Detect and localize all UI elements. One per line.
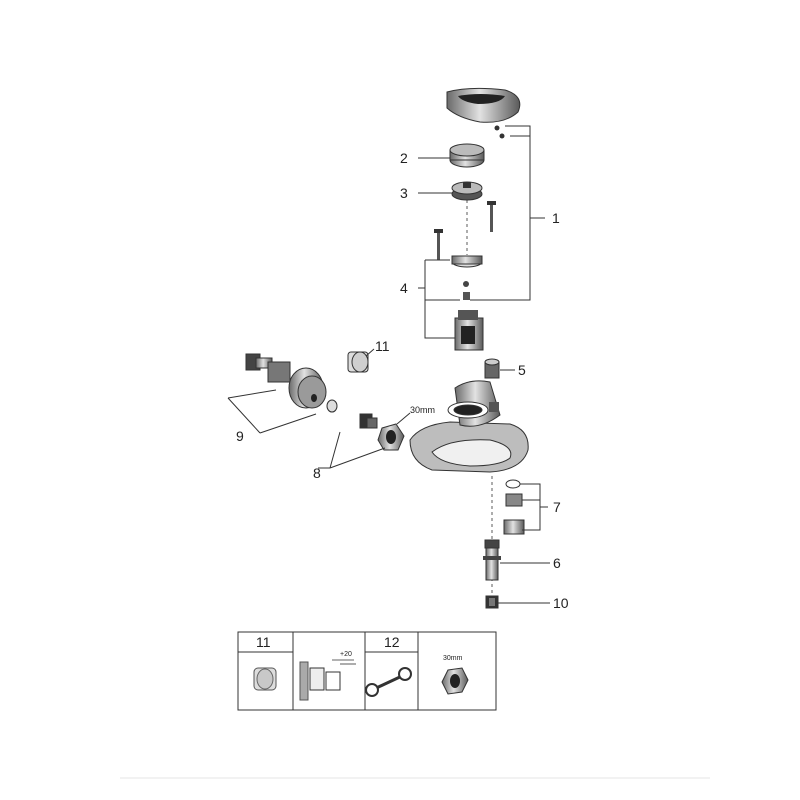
callout-9: 9 xyxy=(236,428,244,444)
callout-11: 11 xyxy=(375,338,390,354)
callout-2: 2 xyxy=(400,150,408,166)
small-nut xyxy=(485,595,499,609)
wall-union-and-rosette xyxy=(245,353,327,409)
wrench-icon xyxy=(365,667,412,697)
offset-extension-icon xyxy=(299,659,356,701)
extension-cap-icon xyxy=(253,667,277,691)
callout-8: 8 xyxy=(313,465,321,481)
decorative-cap xyxy=(449,143,485,168)
diverter xyxy=(483,539,501,581)
extension-cap xyxy=(347,351,369,373)
wrench-size-label: 30mm xyxy=(410,405,435,415)
leader-30mm xyxy=(396,412,411,425)
accessory-table: 11 +20 12 30mm xyxy=(237,631,497,711)
callout-6: 6 xyxy=(553,555,561,571)
aerator-set xyxy=(503,479,525,535)
callout-3: 3 xyxy=(400,185,408,201)
nut-icon xyxy=(441,667,469,695)
leader-11 xyxy=(365,348,375,357)
table-cell-4-size: 30mm xyxy=(443,655,463,662)
mixer-body xyxy=(409,380,529,473)
callout-1: 1 xyxy=(552,210,560,226)
leader-4-bracket xyxy=(424,260,455,339)
callout-4: 4 xyxy=(400,280,408,296)
leader-1: 1 xyxy=(470,125,560,301)
eccentric-connector xyxy=(326,399,405,451)
callout-7: 7 xyxy=(553,499,561,515)
cartridge-set xyxy=(451,255,484,351)
table-cell-1-number: 11 xyxy=(256,634,271,650)
lever-handle xyxy=(446,87,521,139)
leader-9-bracket xyxy=(227,389,317,434)
screws xyxy=(434,201,496,260)
table-cell-3-number: 12 xyxy=(384,634,400,650)
adapter-ring xyxy=(451,181,483,201)
callout-5: 5 xyxy=(518,362,526,378)
leader-8-bracket xyxy=(329,431,386,469)
small-cap xyxy=(484,358,500,379)
table-cell-2-dimension: +20 xyxy=(340,651,352,658)
callout-10: 10 xyxy=(553,595,569,611)
